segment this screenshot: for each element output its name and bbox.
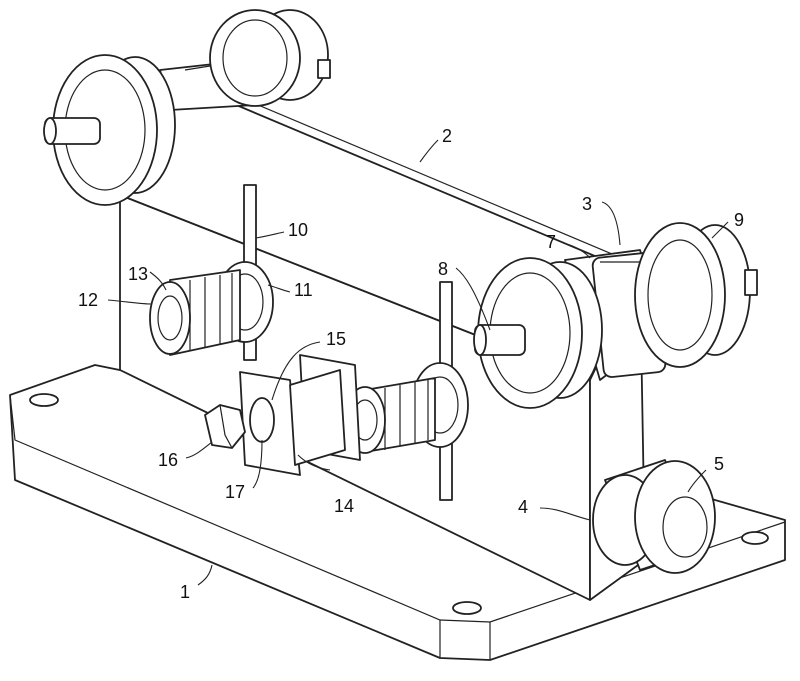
pulley-right-back <box>635 223 757 367</box>
label-8: 8 <box>438 259 448 279</box>
leader-1 <box>198 565 212 585</box>
label-5: 5 <box>714 454 724 474</box>
label-14: 14 <box>334 496 354 516</box>
label-7: 7 <box>546 232 556 252</box>
pulley-left-back <box>210 10 330 106</box>
label-2: 2 <box>442 126 452 146</box>
label-17: 17 <box>225 482 245 502</box>
leader-3 <box>602 202 620 245</box>
label-9: 9 <box>734 210 744 230</box>
label-15: 15 <box>326 329 346 349</box>
label-3: 3 <box>582 194 592 214</box>
label-16: 16 <box>158 450 178 470</box>
label-13: 13 <box>128 264 148 284</box>
label-1: 1 <box>180 582 190 602</box>
label-4: 4 <box>518 497 528 517</box>
label-10: 10 <box>288 220 308 240</box>
label-12: 12 <box>78 290 98 310</box>
label-11: 11 <box>294 280 313 300</box>
leader-2 <box>420 140 438 162</box>
pulley-left-front <box>44 55 175 205</box>
pulley-right-front <box>474 258 602 408</box>
